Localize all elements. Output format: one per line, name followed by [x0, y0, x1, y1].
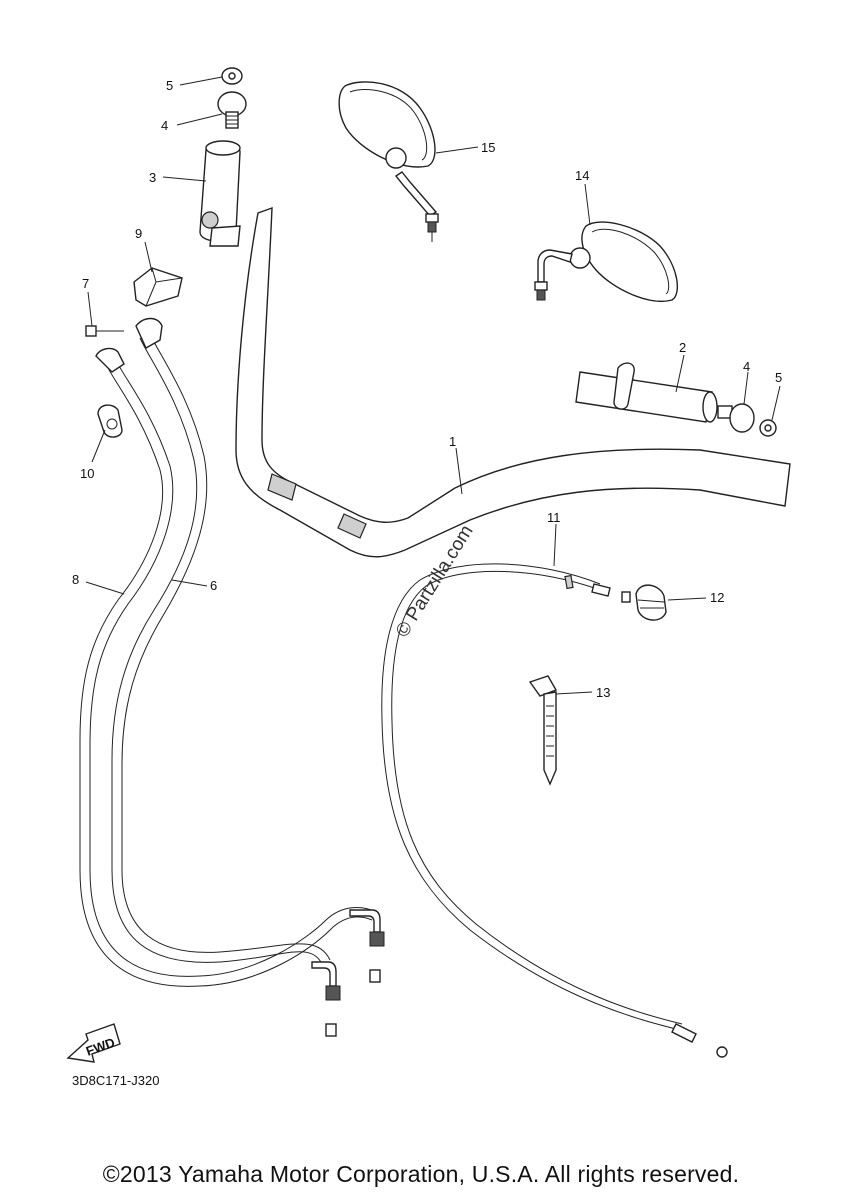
grip-right [575, 362, 718, 423]
callout-15: 15 [481, 140, 495, 155]
callout-9: 9 [135, 226, 142, 241]
callout-labels: 5 4 3 9 7 10 8 6 1 15 14 2 4 5 11 12 13 [72, 78, 782, 700]
callout-2: 2 [679, 340, 686, 355]
copyright-notice: ©2013 Yamaha Motor Corporation, U.S.A. A… [102, 1161, 740, 1187]
callout-1: 1 [449, 434, 456, 449]
bar-end-weight-left [217, 91, 247, 129]
grommet-12 [621, 584, 667, 621]
grip-left [199, 140, 241, 247]
handlebar [235, 206, 791, 558]
bar-end-weight-right [717, 403, 755, 433]
brake-hose-8 [79, 347, 377, 987]
callout-3: 3 [149, 170, 156, 185]
callout-14: 14 [575, 168, 589, 183]
bolt-7 [85, 325, 124, 337]
joint-10 [97, 404, 123, 438]
nut-left [221, 67, 243, 85]
callout-5-right: 5 [775, 370, 782, 385]
leader-lines [85, 76, 781, 695]
cable-tie-13 [528, 675, 558, 786]
callout-11: 11 [547, 510, 561, 525]
callout-4-right: 4 [743, 359, 750, 374]
fwd-arrow-icon: FWD [66, 1023, 121, 1063]
callout-7: 7 [82, 276, 89, 291]
mirror-left [338, 81, 439, 242]
hose-fitting-lower [311, 961, 341, 1037]
diagram-code: 3D8C171-J320 [72, 1073, 160, 1088]
callout-8: 8 [72, 572, 79, 587]
callout-13: 13 [596, 685, 610, 700]
brake-hose-6 [111, 317, 331, 965]
callout-4-left: 4 [161, 118, 168, 133]
hose-fitting-upper [349, 909, 385, 983]
nut-right [759, 419, 777, 437]
clamp-9 [133, 267, 183, 307]
callout-12: 12 [710, 590, 724, 605]
callout-5-left: 5 [166, 78, 173, 93]
callout-10: 10 [80, 466, 94, 481]
mirror-right [534, 221, 679, 302]
callout-6: 6 [210, 578, 217, 593]
throttle-cable [381, 563, 728, 1058]
